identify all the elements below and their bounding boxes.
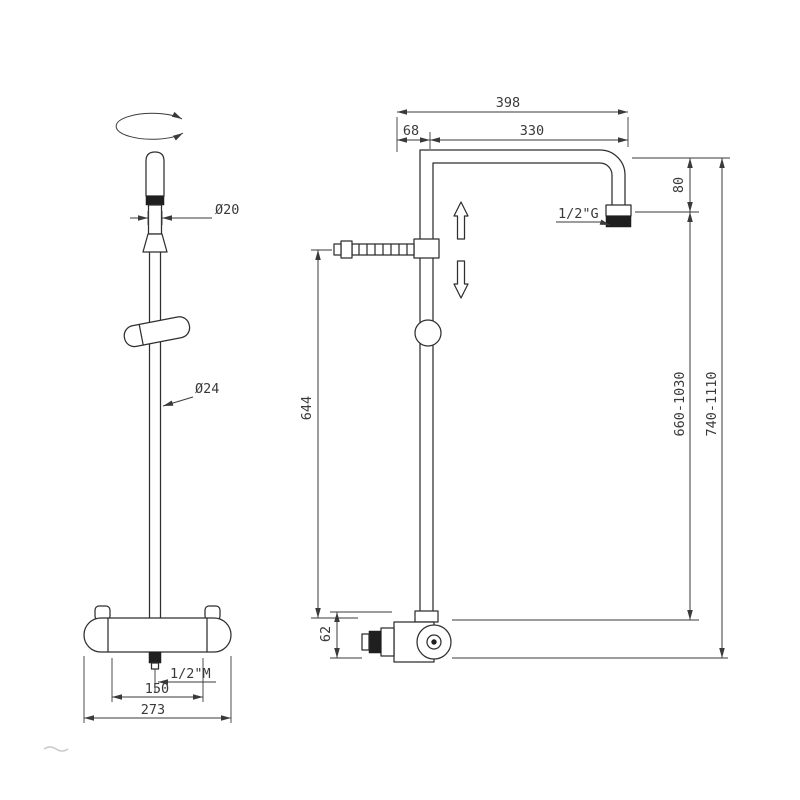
- hand-shower-band: [145, 195, 165, 206]
- dim-label-offset: 68: [403, 123, 419, 139]
- right-view: 398 68 330 1/2"G 80 660-1030 740-1110 64…: [299, 95, 730, 663]
- g-thread-leader: [556, 219, 611, 226]
- mixer-outlet-band: [148, 651, 162, 664]
- smudge-mark: [43, 746, 69, 752]
- hand-shower-cone: [142, 233, 168, 253]
- slider-bracket: [123, 316, 191, 348]
- dim-label-top-width: 398: [496, 95, 520, 111]
- mixer-outlet-stub: [150, 662, 160, 670]
- mixer-knob-center: [431, 639, 437, 645]
- dim-label-arm-drop: 80: [671, 177, 687, 193]
- left-view: Ø20 Ø24 1/2"M 150 273: [83, 111, 239, 723]
- dim-label-column-length: 644: [299, 396, 315, 420]
- column-collar: [413, 238, 440, 259]
- slider-lock-knob: [414, 319, 442, 347]
- rotation-arrows-icon: [115, 111, 184, 141]
- mixer-outlet-cap: [361, 633, 370, 651]
- mixer-body-front: [83, 617, 232, 653]
- holder-end-cap: [340, 240, 353, 259]
- dim-label-adjust-range: 660-1030: [672, 371, 688, 436]
- slider-bracket-joint: [138, 323, 144, 346]
- dim-label-overall-width: 273: [141, 702, 165, 718]
- mixer-outlet-step: [380, 627, 395, 657]
- dia24-leader: [162, 396, 194, 407]
- mixer-outlet-band-side: [368, 630, 382, 654]
- dim-label-inlet-spacing: 150: [145, 681, 169, 697]
- hand-shower-handle: [145, 151, 165, 197]
- holder-tip: [333, 243, 342, 256]
- adjust-up-arrow-icon: [453, 201, 469, 240]
- dim-label-arm-reach: 330: [520, 123, 544, 139]
- mixer-knob-inner-ring: [426, 634, 442, 650]
- dim-label-male-thread: 1/2"M: [170, 666, 211, 682]
- slider-bracket-body: [123, 316, 191, 348]
- dim-label-inlet-height: 62: [318, 626, 334, 642]
- column-arm-inner: [432, 162, 613, 619]
- head-connector-nut: [605, 204, 632, 217]
- mixer-top-collar: [414, 610, 439, 623]
- dim-label-total-range: 740-1110: [704, 371, 720, 436]
- dim-label-g-thread: 1/2"G: [558, 206, 599, 222]
- dim-label-head-diameter: Ø20: [215, 202, 239, 218]
- dim-label-pipe-diameter: Ø24: [195, 381, 219, 397]
- holder-hatching: [358, 243, 408, 256]
- column-arm-outer: [419, 149, 626, 619]
- hand-shower-stem: [147, 204, 163, 235]
- adjust-down-arrow-icon: [453, 260, 469, 299]
